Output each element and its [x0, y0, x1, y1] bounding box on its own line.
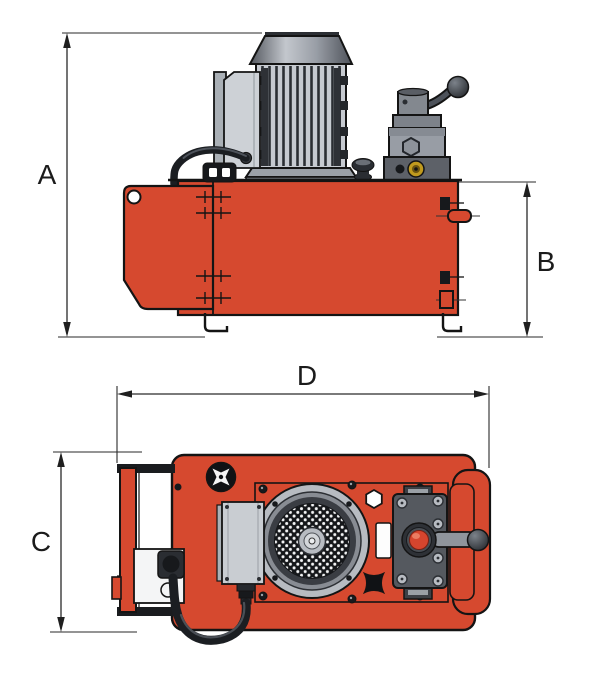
- right-foot: [441, 313, 463, 333]
- drain-plug-block: [439, 290, 454, 309]
- left-foot: [203, 313, 229, 333]
- coupling-star-icon: [362, 571, 386, 595]
- bracket-hole: [126, 189, 142, 205]
- mounting-bracket-plate: [122, 184, 215, 311]
- electric-motor-plan: [254, 483, 370, 599]
- dim-label-a: A: [38, 159, 57, 190]
- return-port-nipple: [447, 209, 472, 223]
- hex-plug-icon: [365, 488, 383, 510]
- motor-rim-screws: [272, 501, 352, 581]
- side-view: [122, 32, 480, 333]
- motor-terminal-box-side: [213, 71, 261, 183]
- motor-cooling-fins: [259, 66, 343, 166]
- motor-terminal-box-plan: [216, 501, 265, 605]
- power-cable-plan: [168, 573, 251, 645]
- electric-motor-side: [244, 32, 358, 183]
- cable-clamp: [202, 162, 237, 183]
- dim-label-b: B: [537, 246, 556, 277]
- motor-flange: [244, 167, 358, 178]
- dimension-b: B: [436, 181, 556, 338]
- bracket-bar: [119, 467, 137, 613]
- control-valve-plan: [392, 485, 490, 600]
- dim-label-c: C: [31, 526, 51, 557]
- bracket-bolts: [196, 191, 231, 304]
- valve-lever-knob: [446, 75, 470, 99]
- fan-grille-icon: [205, 461, 237, 493]
- dimension-c: C: [31, 451, 142, 633]
- plate-cutout: [375, 522, 392, 559]
- valve-screws: [396, 495, 444, 587]
- tank-side-fittings: [436, 197, 480, 309]
- dimension-a: A: [38, 32, 262, 338]
- valve-knob-plan: [409, 530, 429, 550]
- dimension-d: D: [116, 360, 490, 468]
- plan-view: [111, 453, 492, 645]
- dim-label-d: D: [297, 360, 317, 391]
- power-cable-side: [170, 146, 250, 188]
- oil-tank-side: [122, 162, 480, 333]
- motor-fan-cap: [248, 35, 354, 65]
- valve-lever-knob-plan: [466, 528, 490, 552]
- valve-hex-fitting: [402, 136, 420, 158]
- control-valve-side: [383, 75, 470, 184]
- tank-body: [176, 179, 460, 317]
